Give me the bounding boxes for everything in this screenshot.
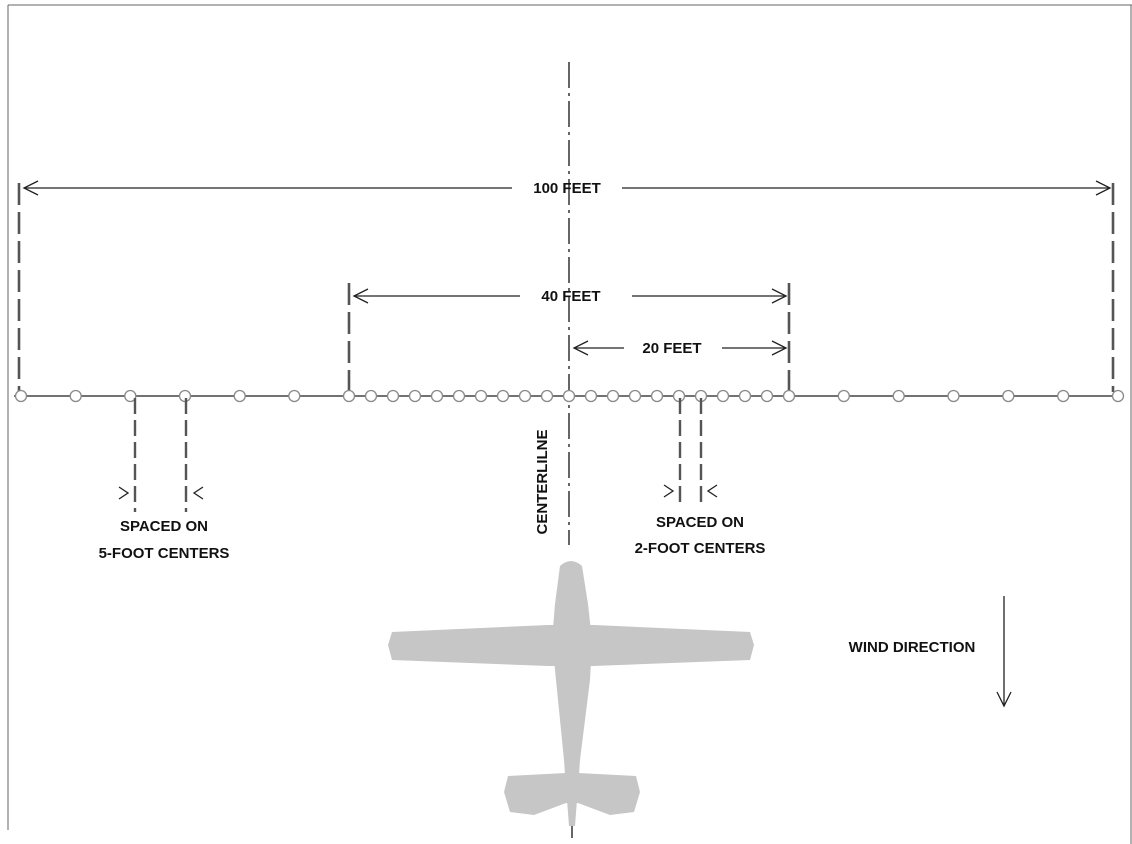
wind-direction-indicator: WIND DIRECTION [849,596,1012,708]
spacing-callout-2-foot: SPACED ON 2-FOOT CENTERS [635,398,766,557]
target-circle [518,389,532,403]
target-circle [892,389,905,403]
spacing-2-label-line2: 2-FOOT CENTERS [635,540,766,557]
target-circle [562,389,576,403]
target-circle [837,389,850,403]
wind-arrow-head [996,691,1012,708]
target-circle [496,389,510,403]
target-circle [650,389,664,403]
target-circle [14,389,28,403]
target-circle [233,389,246,403]
target-circle [364,389,378,403]
dimension-label-100-feet: 100 FEET [533,180,601,197]
target-circle [606,389,620,403]
spacing-arrow-2-right [706,484,718,498]
spacing-5-label-line2: 5-FOOT CENTERS [99,545,230,562]
dimension-40-feet: 40 FEET [352,288,788,305]
target-circle [782,389,796,403]
spacing-5-label-line1: SPACED ON [120,518,208,535]
target-circle [474,389,488,403]
dimension-20-feet: 20 FEET [572,340,788,357]
target-circle [760,389,774,403]
centerline-label: CENTERLILNE [534,430,551,535]
target-row [14,389,1125,403]
target-circle [288,389,301,403]
target-circle [1002,389,1015,403]
target-circle [716,389,730,403]
dimension-100-feet: 100 FEET [22,180,1112,197]
spacing-arrow-5-right [192,486,204,500]
figure-frame [7,4,1132,844]
spacing-arrow-5-left [118,486,130,500]
target-circle [1057,389,1070,403]
target-circle [342,389,356,403]
target-circle [69,389,82,403]
target-circle [1111,389,1125,403]
dimension-label-20-feet: 20 FEET [642,340,701,357]
target-circle [947,389,960,403]
target-circle [738,389,752,403]
dimension-label-40-feet: 40 FEET [541,288,600,305]
spacing-arrow-2-left [663,484,675,498]
target-circle [386,389,400,403]
target-circle [584,389,598,403]
target-circle [408,389,422,403]
spacing-callout-5-foot: SPACED ON 5-FOOT CENTERS [99,398,230,562]
target-circle [430,389,444,403]
wind-direction-label: WIND DIRECTION [849,639,976,656]
target-circle [124,389,137,403]
airplane-silhouette [388,561,754,826]
target-circle [540,389,554,403]
target-circle [628,389,642,403]
target-circle [452,389,466,403]
spacing-2-label-line1: SPACED ON [656,514,744,531]
